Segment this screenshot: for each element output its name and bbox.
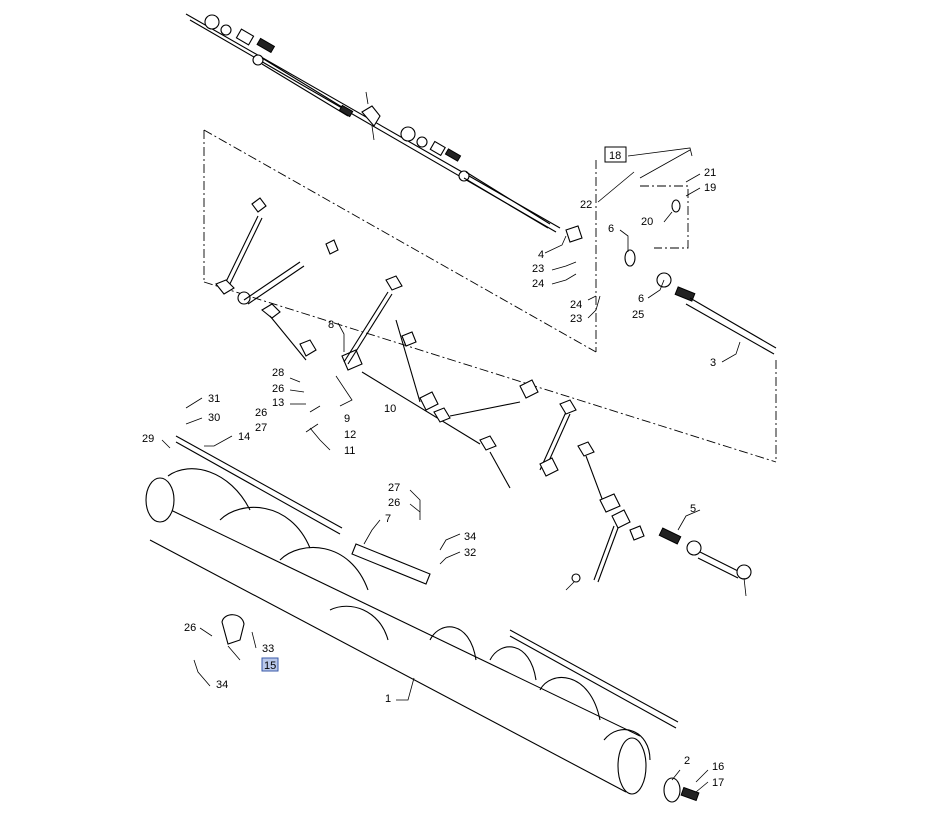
label-7: 7	[385, 513, 391, 525]
assembly-outline-upper	[203, 129, 777, 463]
label-27a: 27	[255, 422, 267, 434]
label-23b: 23	[570, 313, 582, 325]
callout-18-bracket	[597, 147, 693, 203]
label-8: 8	[328, 319, 334, 331]
label-24b: 24	[570, 299, 582, 311]
label-12: 12	[344, 429, 356, 441]
label-26a: 26	[272, 383, 284, 395]
label-22: 22	[580, 199, 592, 211]
linkage-assembly	[215, 197, 645, 591]
label-26c: 26	[388, 497, 400, 509]
label-26d: 26	[184, 622, 196, 634]
highlight-15	[261, 657, 279, 672]
label-1: 1	[385, 693, 391, 705]
end-hub	[663, 777, 700, 803]
label-33: 33	[262, 643, 274, 655]
leader-lines	[161, 173, 741, 793]
label-20: 20	[641, 216, 653, 228]
label-4: 4	[538, 249, 544, 261]
label-29: 29	[142, 433, 154, 445]
label-13: 13	[272, 397, 284, 409]
label-17: 17	[712, 777, 724, 789]
plate-item-15	[221, 614, 245, 645]
label-21: 21	[704, 167, 716, 179]
label-14: 14	[238, 431, 250, 443]
label-11: 11	[344, 445, 355, 457]
label-18: 18	[609, 150, 621, 162]
label-23a: 23	[532, 263, 544, 275]
label-2: 2	[684, 755, 690, 767]
label-5: 5	[690, 503, 696, 515]
auger-tube	[145, 468, 651, 795]
label-27b: 27	[388, 482, 400, 494]
lower-right-shaft	[658, 527, 752, 597]
label-34a: 34	[464, 531, 476, 543]
label-6b: 6	[638, 293, 644, 305]
part-labels: 1 2 3 4 5 6 6 7 8 9 10 11 12 13 14 15 16…	[142, 146, 724, 789]
label-28: 28	[272, 367, 284, 379]
label-19: 19	[704, 182, 716, 194]
label-16: 16	[712, 761, 724, 773]
label-25: 25	[632, 309, 644, 321]
label-3: 3	[710, 357, 716, 369]
right-shaft	[565, 199, 777, 355]
upper-shaft-assembly	[185, 13, 561, 233]
label-15: 15	[264, 660, 276, 672]
label-10: 10	[384, 403, 396, 415]
label-24a: 24	[532, 278, 544, 290]
label-32: 32	[464, 547, 476, 559]
wear-strips	[175, 435, 679, 729]
label-31: 31	[208, 393, 220, 405]
label-34b: 34	[216, 679, 228, 691]
label-9: 9	[344, 413, 350, 425]
label-30: 30	[208, 412, 220, 424]
box-18	[604, 146, 627, 163]
label-6a: 6	[608, 223, 614, 235]
label-26b: 26	[255, 407, 267, 419]
